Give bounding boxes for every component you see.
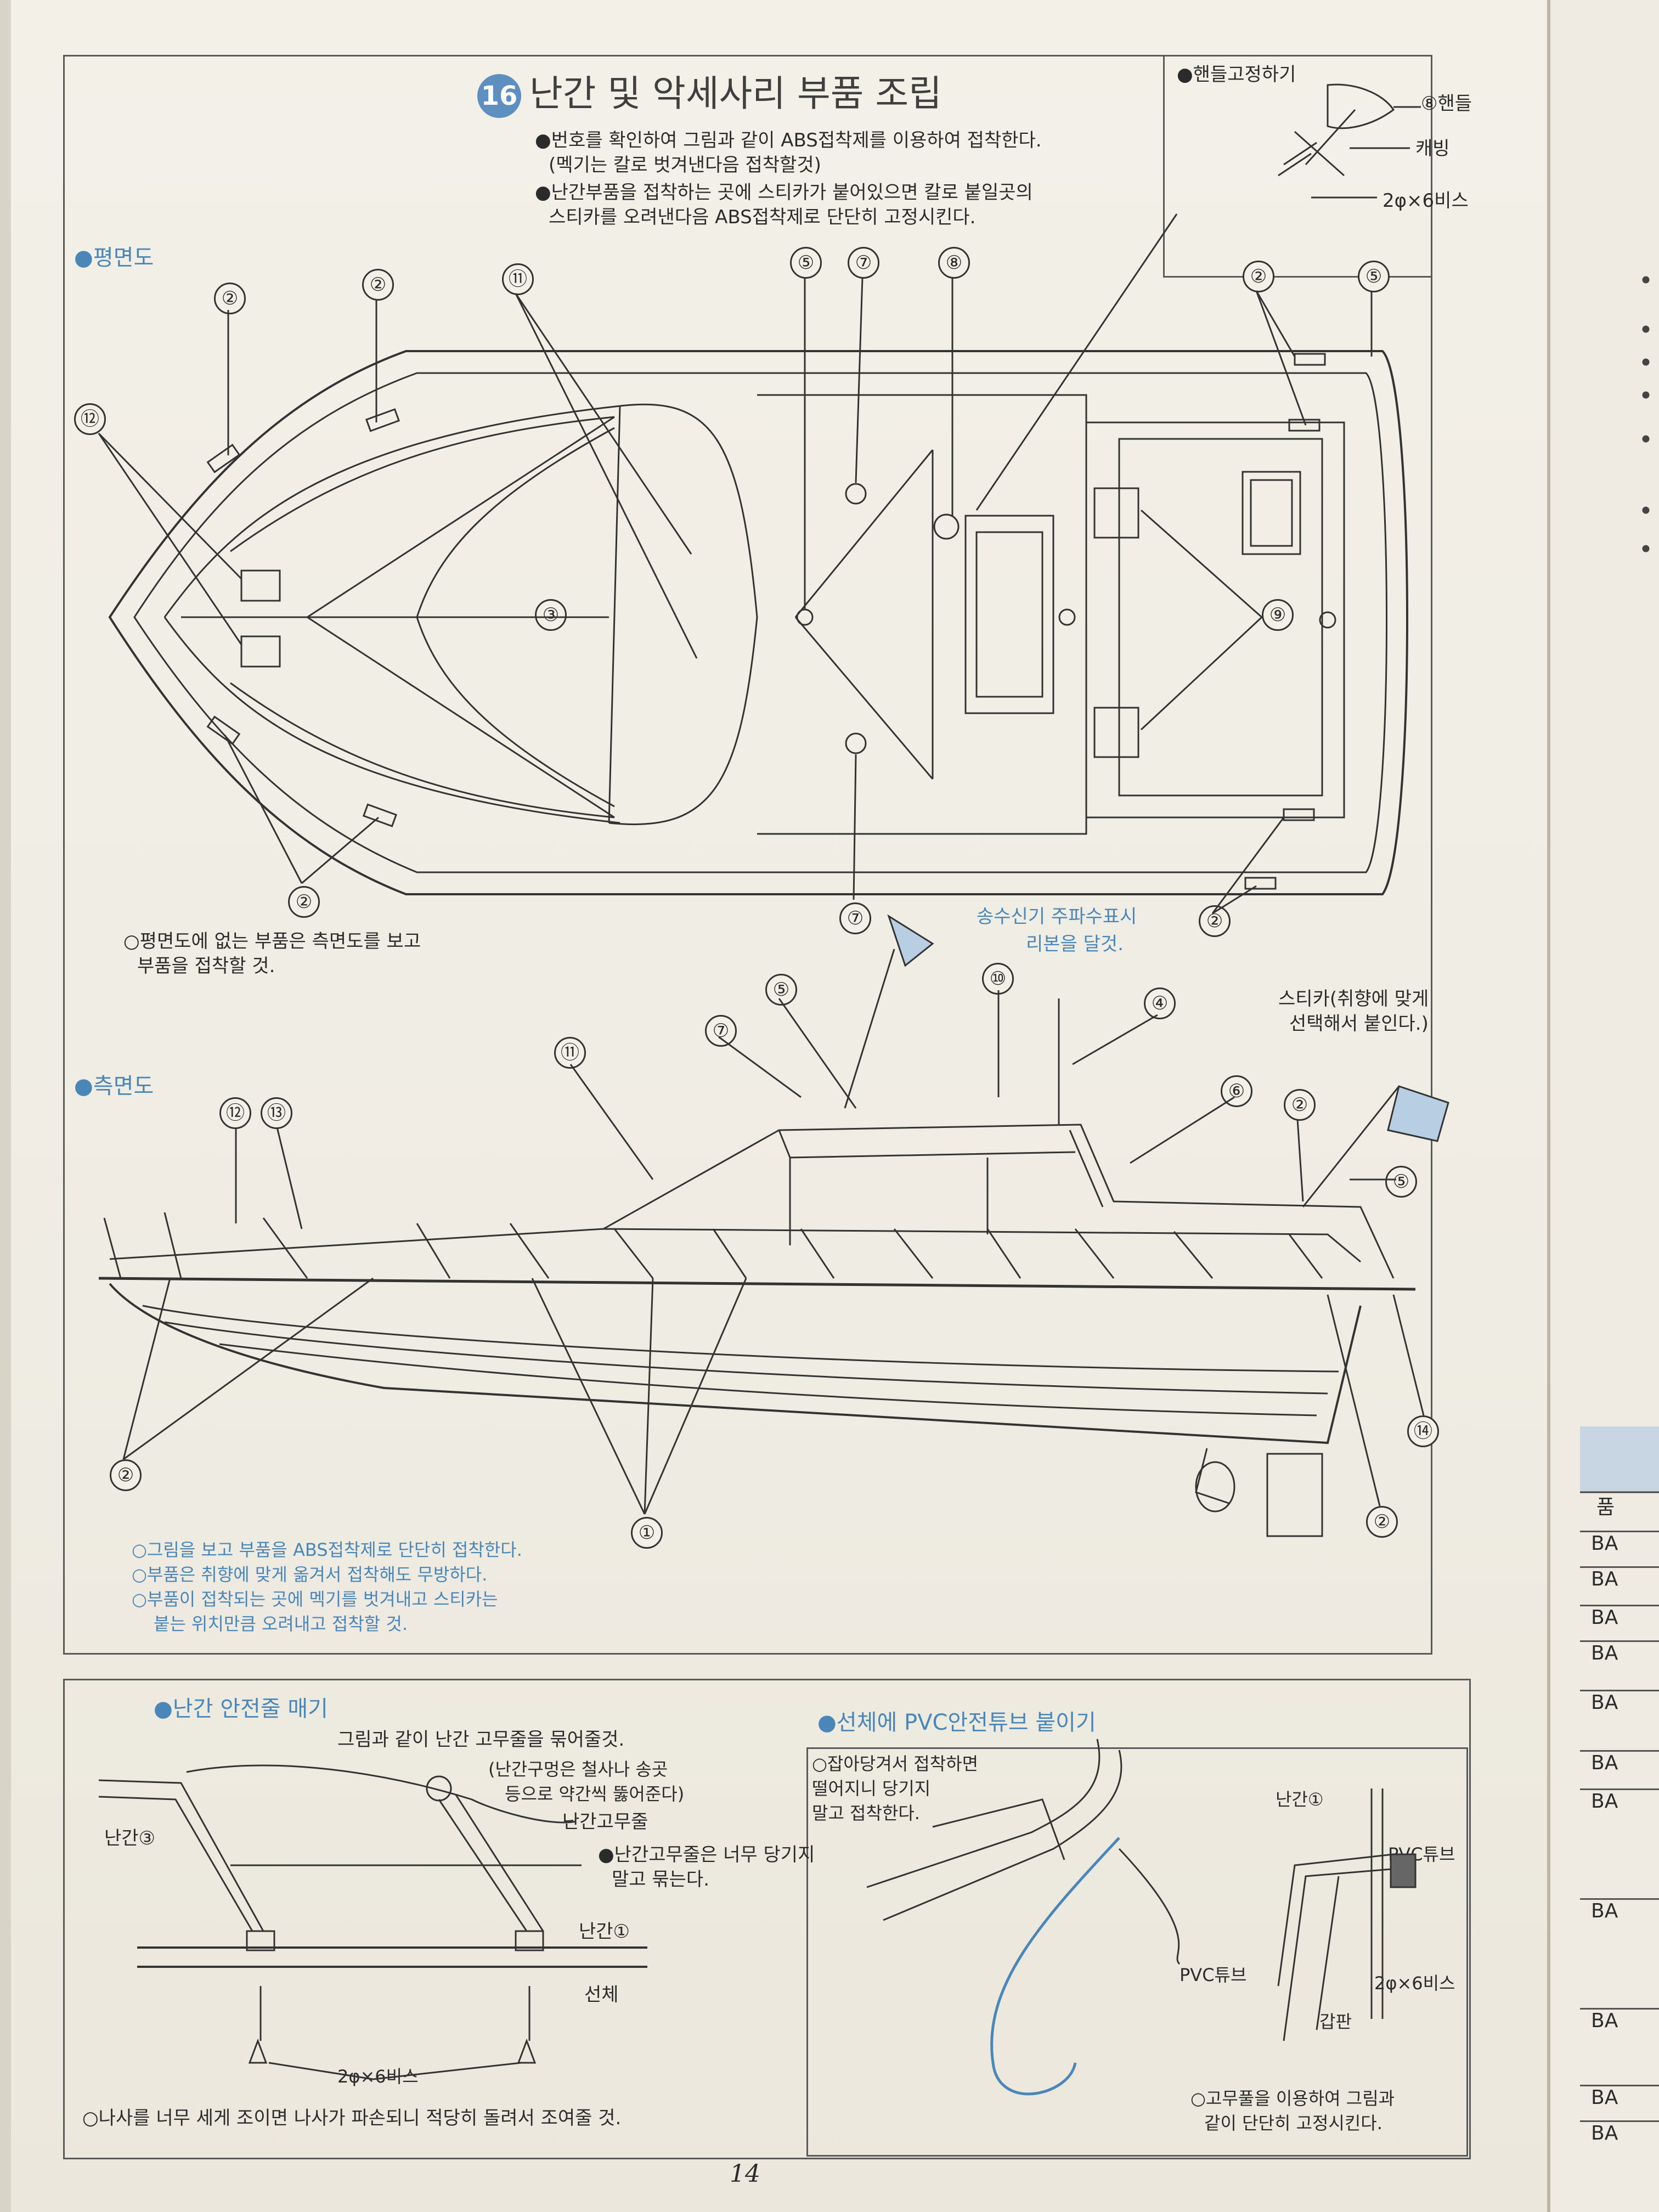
- rail-label-hull: 선체: [584, 1984, 619, 2006]
- pvc-note-3: 말고 접착한다.: [812, 1803, 920, 1824]
- rail-rope-instr-2: (난간구멍은 철사나 송곳: [488, 1759, 668, 1780]
- plan-callout: ②: [1199, 905, 1231, 937]
- plan-view-note-1: ○평면도에 없는 부품은 측면도를 보고: [123, 930, 421, 952]
- side-callout: ⑤: [765, 974, 797, 1006]
- plan-callout: ⑤: [790, 247, 822, 279]
- pvc-note-1: ○잡아당겨서 접착하면: [812, 1753, 979, 1774]
- pvc-title: ●선체에 PVC안전튜브 붙이기: [817, 1710, 1096, 1735]
- section-number-badge: 16: [477, 74, 521, 118]
- main-frame: [63, 55, 1432, 1655]
- rail-rope-instr-1: 그림과 같이 난간 고무줄을 묶어줄것.: [337, 1729, 625, 1751]
- rail-rope-instr-3: 등으로 약간씩 뚫어준다): [505, 1784, 685, 1804]
- table-row: BA: [1580, 1605, 1659, 1640]
- rail-label-rope: 난간고무줄: [562, 1811, 648, 1833]
- plan-callout: ⑦: [848, 247, 879, 279]
- side-view-title: ●측면도: [74, 1074, 154, 1099]
- rail-rope-frame: [63, 1679, 1471, 2159]
- side-callout: ⑫: [219, 1097, 251, 1129]
- table-row: BA: [1580, 1788, 1659, 1898]
- section-title: 난간 및 악세사리 부품 조립: [529, 72, 942, 115]
- side-view-note-3: ○부품이 접착되는 곳에 멕기를 벗겨내고 스티카는: [132, 1589, 498, 1610]
- pvc-label-screw: 2φ×6비스: [1374, 1973, 1455, 1994]
- plan-callout: ⑤: [1358, 261, 1390, 292]
- side-callout: ①: [631, 1517, 663, 1549]
- pvc-bottom-note-2: 같이 단단히 고정시킨다.: [1204, 2113, 1383, 2134]
- plan-callout: ②: [362, 269, 394, 301]
- side-callout: ②: [110, 1459, 142, 1491]
- section-note-4: 스티카를 오려낸다음 ABS접착제로 단단히 고정시킨다.: [549, 206, 976, 228]
- plan-callout: ⑪: [502, 263, 534, 295]
- rail-bottom-note: ○나사를 너무 세게 조이면 나사가 파손되니 적당히 돌려서 조여줄 것.: [82, 2107, 622, 2129]
- side-callout: ⑥: [1221, 1075, 1252, 1107]
- table-row: BA: [1580, 1640, 1659, 1690]
- plan-callout: ③: [535, 599, 567, 631]
- sticker-note-2: 선택해서 붙인다.): [1289, 1013, 1429, 1035]
- section-note-3: ●난간부품을 접착하는 곳에 스티카가 붙어있으면 칼로 붙일곳의: [535, 182, 1033, 204]
- side-callout: ②: [1284, 1089, 1316, 1121]
- handle-fix-label-cap: 캐빙: [1415, 138, 1450, 160]
- right-table-header: 품: [1596, 1496, 1615, 1519]
- pvc-label-deck: 갑판: [1319, 2011, 1352, 2032]
- side-callout: ⑤: [1385, 1166, 1417, 1198]
- plan-view-title: ●평면도: [74, 245, 154, 270]
- side-callout: ⑩: [982, 963, 1014, 995]
- side-callout: ⑬: [261, 1097, 292, 1129]
- plan-callout: ⑧: [938, 247, 970, 279]
- side-callout: ⑭: [1407, 1415, 1439, 1447]
- adjacent-page: [1547, 0, 1659, 2212]
- table-row: BA: [1580, 2008, 1659, 2085]
- table-row: BA: [1580, 1898, 1659, 2008]
- plan-callout: ⑦: [839, 902, 871, 934]
- table-row: BA: [1580, 1750, 1659, 1786]
- pvc-label-rail: 난간①: [1276, 1789, 1324, 1810]
- table-row: BA: [1580, 1531, 1659, 1566]
- side-callout: ⑪: [554, 1037, 586, 1069]
- pvc-bottom-note-1: ○고무풀을 이용하여 그림과: [1190, 2088, 1395, 2109]
- rail-label-screw: 2φ×6비스: [337, 2066, 419, 2087]
- table-row: BA: [1580, 2120, 1659, 2156]
- side-callout: ②: [1366, 1506, 1398, 1538]
- handle-fix-title: ●핸들고정하기: [1177, 64, 1296, 86]
- handle-fix-label-handle: ⑧핸들: [1421, 93, 1472, 115]
- side-view-note-4: 붙는 위치만큼 오려내고 접착할 것.: [154, 1613, 408, 1634]
- rail-label-3: 난간③: [104, 1827, 156, 1849]
- sticker-note-1: 스티카(취향에 맞게: [1278, 988, 1429, 1010]
- table-row: BA: [1580, 1690, 1659, 1750]
- plan-callout: ②: [288, 886, 320, 918]
- side-callout: ⑦: [705, 1015, 737, 1047]
- handle-fix-box: [1163, 55, 1432, 278]
- rail-rope-title: ●난간 안전줄 매기: [154, 1696, 328, 1722]
- section-number: 16: [481, 81, 518, 111]
- plan-callout: ⑨: [1262, 599, 1294, 631]
- plan-callout: ②: [214, 283, 246, 314]
- rail-tension-note-1: ●난간고무줄은 너무 당기지: [598, 1844, 815, 1866]
- section-note-1: ●번호를 확인하여 그림과 같이 ABS접착제를 이용하여 접착한다.: [535, 129, 1042, 151]
- plan-callout: ②: [1243, 261, 1274, 292]
- side-view-note-2: ○부품은 취향에 맞게 옮겨서 접착해도 무방하다.: [132, 1564, 488, 1585]
- plan-view-note-2: 부품을 접착할 것.: [137, 955, 275, 977]
- page-number: 14: [730, 2160, 760, 2188]
- pvc-label-tube-a: PVC튜브: [1180, 1965, 1247, 1985]
- pvc-note-2: 떨어지니 당기지: [812, 1778, 931, 1799]
- pvc-label-tube-b: PVC튜브: [1388, 1844, 1455, 1865]
- pvc-tube-frame: [806, 1747, 1468, 2157]
- rail-label-1: 난간①: [579, 1921, 630, 1943]
- handle-fix-label-screw: 2φ×6비스: [1383, 190, 1469, 212]
- flag-note-1: 송수신기 주파수표시: [977, 906, 1137, 928]
- rail-tension-note-2: 말고 묶는다.: [612, 1869, 710, 1891]
- table-row: BA: [1580, 2085, 1659, 2120]
- plan-callout: ⑫: [74, 403, 106, 435]
- side-view-note-1: ○그림을 보고 부품을 ABS접착제로 단단히 접착한다.: [132, 1539, 522, 1560]
- side-callout: ④: [1144, 988, 1176, 1019]
- section-note-2: (멕기는 칼로 벗겨낸다음 접착할것): [549, 154, 821, 176]
- table-row: BA: [1580, 1566, 1659, 1602]
- flag-note-2: 리본을 달것.: [1026, 933, 1124, 955]
